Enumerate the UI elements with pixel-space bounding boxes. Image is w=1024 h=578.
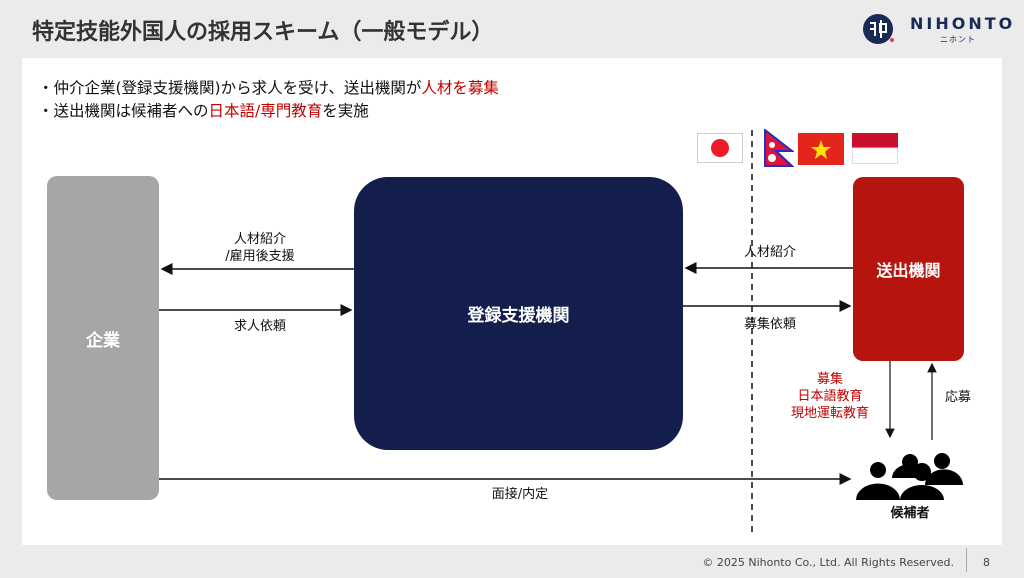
vietnam-flag-icon xyxy=(798,133,844,165)
page-title: 特定技能外国人の採用スキーム（一般モデル） xyxy=(32,20,494,45)
japan-flag-icon xyxy=(697,133,743,163)
people-icon xyxy=(856,453,963,500)
label-recruit-request: 募集依頼 xyxy=(743,317,796,332)
footer-divider xyxy=(966,548,967,572)
label-job-request: 求人依頼 xyxy=(233,319,286,334)
logo-subtext: ニホント xyxy=(940,35,976,44)
bullet-2: ・送出機関は候補者への日本語/専門教育を実施 xyxy=(38,102,369,120)
registered-support-agency-box: 登録支援機関 xyxy=(354,177,683,450)
sending-agency-box: 送出機関 xyxy=(853,177,964,361)
bullet-1: ・仲介企業(登録支援機関)から求人を受け、送出機関が人材を募集 xyxy=(38,79,499,97)
label-referral-support: 人材紹介 /雇用後支援 xyxy=(225,232,295,264)
copyright: © 2025 Nihonto Co., Ltd. All Rights Rese… xyxy=(702,556,954,569)
label-interview-offer: 面接/内定 xyxy=(491,487,549,502)
page-number: 8 xyxy=(983,556,990,569)
indonesia-flag-icon xyxy=(852,133,898,164)
label-education: 募集 日本語教育 現地運転教育 xyxy=(790,372,869,421)
logo-mark-icon xyxy=(863,14,894,44)
company-box: 企業 xyxy=(47,176,159,500)
nihonto-logo: NIHONTO ニホント xyxy=(862,12,1012,48)
nepal-flag-icon xyxy=(764,129,794,167)
label-referral: 人材紹介 xyxy=(743,245,796,260)
label-apply: 応募 xyxy=(944,390,971,405)
logo-text: NIHONTO xyxy=(910,14,1016,33)
candidates-label: 候補者 xyxy=(890,506,930,521)
